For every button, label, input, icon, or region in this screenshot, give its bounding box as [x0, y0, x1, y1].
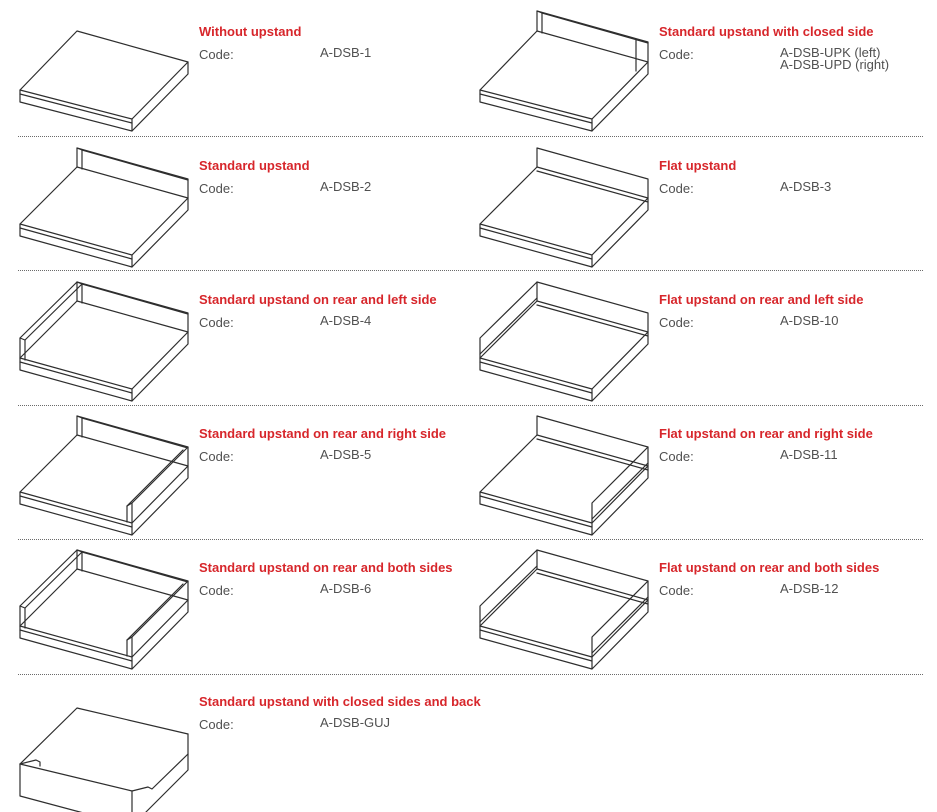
worktop-upstand-closed-side-icon: [479, 10, 649, 132]
row-divider: [18, 405, 923, 406]
variant-title: Standard upstand with closed sides and b…: [199, 694, 481, 709]
variant-code: A-DSB-1: [320, 45, 372, 60]
variant-card: Flat upstand on rear and right side Code…: [460, 402, 928, 536]
variant-card: Without upstand Code: A-DSB-1: [0, 0, 468, 134]
code-value: A-DSB-4: [320, 313, 372, 328]
row-divider: [18, 674, 923, 675]
worktop-standard-rear-both-icon: [19, 549, 189, 670]
code-value: A-DSB-GUJ: [320, 715, 391, 730]
worktop-flat-rear-right-icon: [479, 415, 649, 536]
code-value: A-DSB-11: [780, 447, 838, 462]
code-label: Code:: [199, 583, 234, 598]
variant-card: Flat upstand on rear and both sides Code…: [460, 536, 928, 670]
worktop-flat-rear-both-icon: [479, 549, 649, 670]
code-label: Code:: [199, 315, 234, 330]
variant-code: A-DSB-5: [320, 447, 372, 462]
worktop-standard-rear-left-icon: [19, 281, 189, 402]
code-label: Code:: [659, 449, 694, 464]
variant-title: Standard upstand with closed side: [659, 24, 874, 39]
worktop-closed-sides-back-icon: [19, 707, 189, 812]
code-value: A-DSB-UPK (left): [780, 45, 881, 60]
variant-card: Flat upstand on rear and left side Code:…: [460, 268, 928, 402]
variant-card: Standard upstand with closed side Code: …: [460, 0, 928, 134]
code-label: Code:: [659, 315, 694, 330]
variant-title: Flat upstand on rear and both sides: [659, 560, 880, 575]
worktop-flat-upstand-icon: [479, 147, 649, 268]
code-label: Code:: [659, 583, 694, 598]
variant-title: Flat upstand: [659, 158, 737, 173]
worktop-flat-rear-left-icon: [479, 281, 649, 402]
variant-code: A-DSB-12: [780, 581, 839, 596]
variant-card: Standard upstand Code: A-DSB-2: [0, 134, 468, 268]
variant-code: A-DSB-10: [780, 313, 839, 328]
variant-code: A-DSB-2: [320, 179, 372, 194]
code-label: Code:: [659, 47, 694, 62]
worktop-standard-upstand-icon: [19, 147, 189, 268]
code-label: Code:: [659, 181, 694, 196]
code-label: Code:: [199, 47, 234, 62]
variant-title: Standard upstand on rear and left side: [199, 292, 437, 307]
worktop-standard-rear-right-icon: [19, 415, 189, 536]
variant-code: A-DSB-6: [320, 581, 372, 596]
variant-code: A-DSB-11: [780, 447, 838, 462]
row-divider: [18, 136, 923, 137]
variant-title: Flat upstand on rear and left side: [659, 292, 864, 307]
variant-title: Flat upstand on rear and right side: [659, 426, 873, 441]
variant-code: A-DSB-3: [780, 179, 832, 194]
code-value: A-DSB-5: [320, 447, 372, 462]
variant-code: A-DSB-UPK (left) A-DSB-UPD (right): [780, 45, 890, 72]
variant-code: A-DSB-GUJ: [320, 715, 391, 730]
variant-title: Standard upstand on rear and right side: [199, 426, 447, 441]
code-value: A-DSB-2: [320, 179, 372, 194]
code-value: A-DSB-10: [780, 313, 839, 328]
variant-card: Flat upstand Code: A-DSB-3: [460, 134, 928, 268]
variant-title: Standard upstand on rear and both sides: [199, 560, 453, 575]
code-value: A-DSB-UPD (right): [780, 57, 890, 72]
variant-card: Standard upstand on rear and right side …: [0, 402, 468, 536]
code-value: A-DSB-3: [780, 179, 832, 194]
code-value: A-DSB-1: [320, 45, 372, 60]
variant-card: Standard upstand with closed sides and b…: [0, 670, 481, 812]
variant-card: Standard upstand on rear and both sides …: [0, 536, 468, 670]
code-value: A-DSB-6: [320, 581, 372, 596]
row-divider: [18, 270, 923, 271]
worktop-no-upstand-icon: [19, 30, 189, 132]
variant-title: Without upstand: [199, 24, 302, 39]
code-label: Code:: [199, 449, 234, 464]
variant-code: A-DSB-4: [320, 313, 372, 328]
code-label: Code:: [199, 717, 234, 732]
variant-card: Standard upstand on rear and left side C…: [0, 268, 468, 402]
code-label: Code:: [199, 181, 234, 196]
code-value: A-DSB-12: [780, 581, 839, 596]
variant-title: Standard upstand: [199, 158, 310, 173]
row-divider: [18, 539, 923, 540]
